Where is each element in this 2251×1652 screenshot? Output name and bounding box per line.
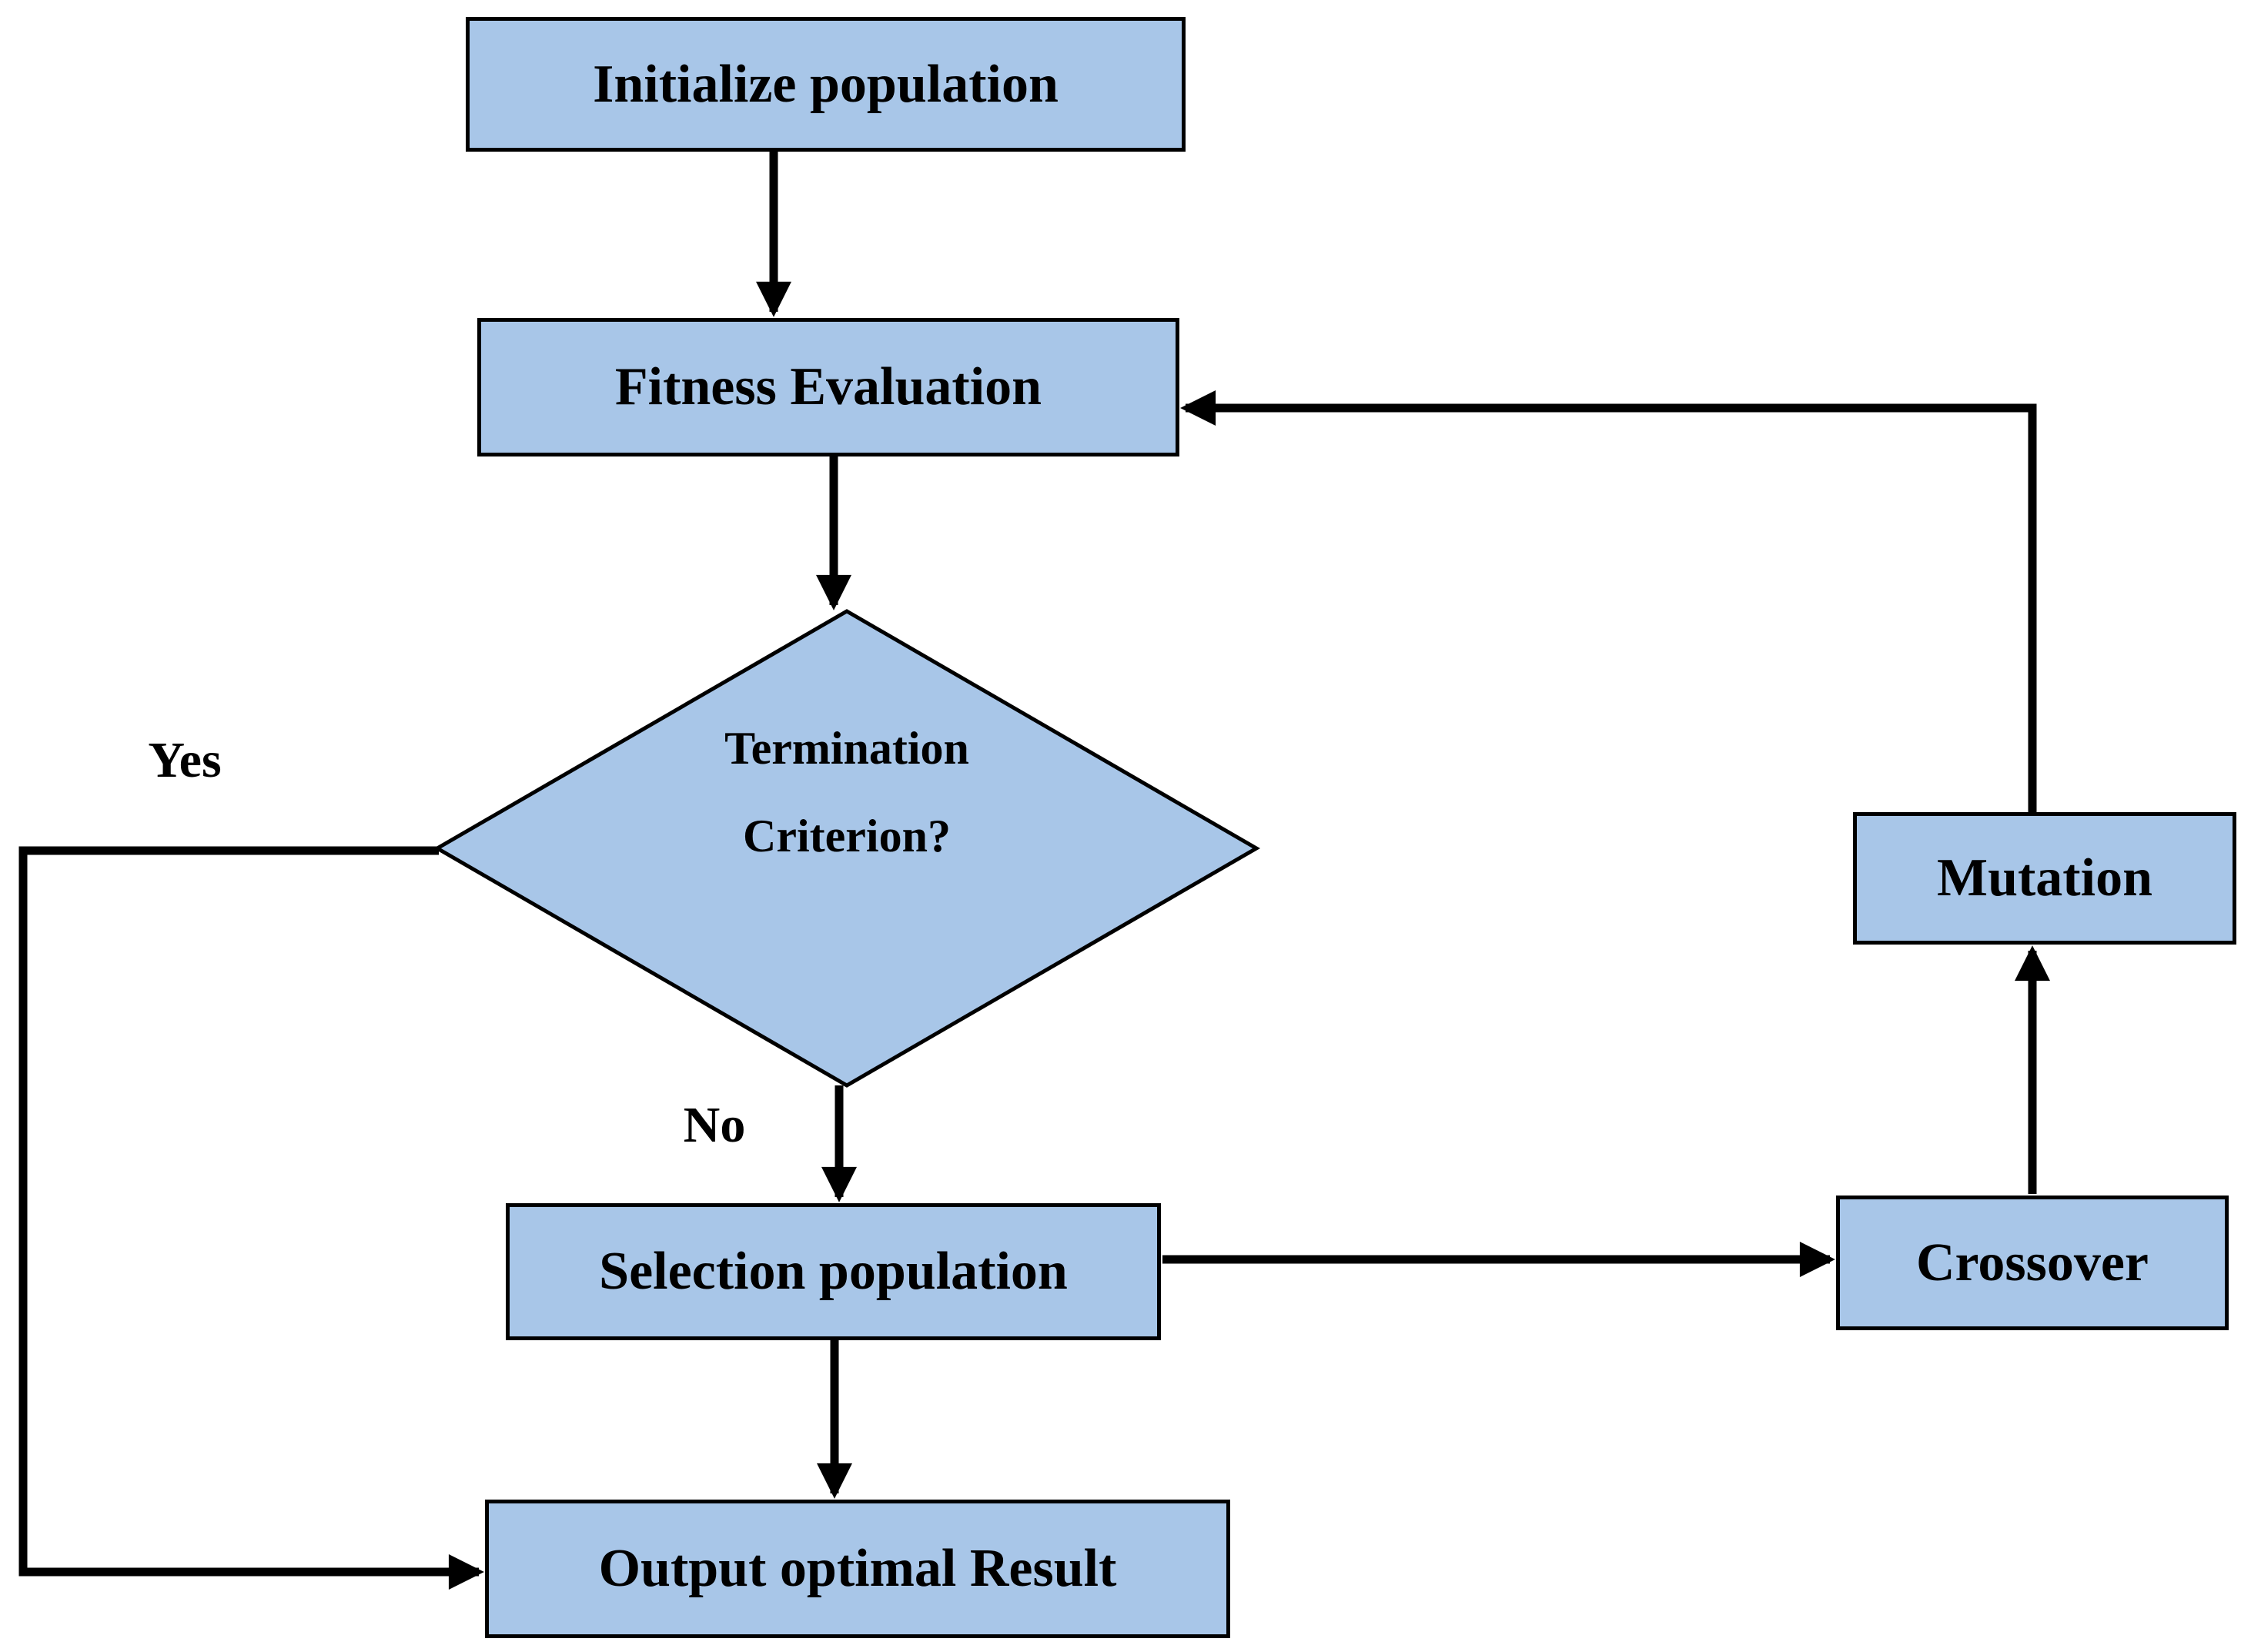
node-crossover: Crossover [1836,1196,2229,1330]
node-output-optimal-result: Output optimal Result [485,1500,1230,1638]
node-selection-population-label: Selection population [599,1242,1068,1301]
edge-label-no: No [683,1097,746,1153]
node-fitness-evaluation: Fitness Evaluation [477,318,1179,456]
termination-diamond-shape [433,609,1260,1088]
termination-diamond-label-line2: Criterion? [743,811,951,861]
node-mutation: Mutation [1853,812,2236,945]
node-crossover-label: Crossover [1916,1232,2149,1293]
node-initialize-population: Initialize population [466,17,1186,152]
node-output-optimal-result-label: Output optimal Result [598,1539,1117,1598]
edge-termination-to-output [18,846,484,1590]
node-initialize-population-label: Initialize population [593,54,1059,114]
edge-mutation-to-fitness [1180,390,2037,814]
termination-diamond-label-line1: Termination [724,723,969,774]
node-fitness-evaluation-label: Fitness Evaluation [614,357,1042,416]
edge-label-yes: Yes [148,732,222,788]
node-selection-population: Selection population [506,1203,1161,1340]
node-mutation-label: Mutation [1937,848,2152,908]
